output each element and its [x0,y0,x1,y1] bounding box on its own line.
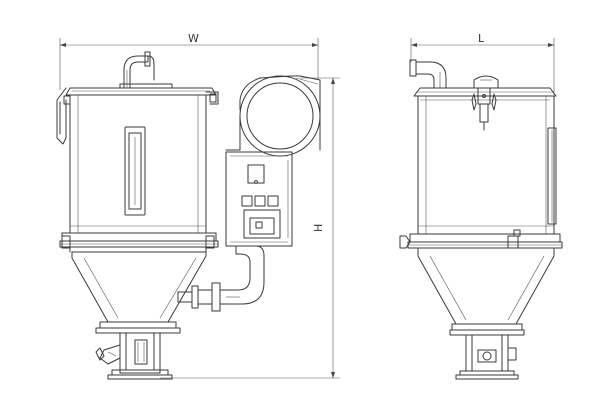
front-left-latch [56,87,71,145]
side-flange [399,229,563,249]
dimension-h: H [160,77,340,379]
front-inlet-pipe [123,51,155,89]
height-label: H [312,224,325,232]
side-lid [413,87,557,101]
side-hopper-cone [417,247,555,325]
front-hopper-base [95,321,181,380]
dimension-l: L [410,32,555,95]
side-panel [547,127,557,225]
front-discharge-spout [95,344,121,365]
front-body [69,94,207,234]
front-blower [225,75,321,157]
front-sight-glass [124,126,146,216]
side-hopper-base [449,323,525,380]
length-label: L [478,32,485,45]
width-label: W [188,32,199,45]
side-view [399,59,563,380]
front-view [56,51,321,380]
front-air-duct [219,245,265,305]
front-control-box [225,151,293,247]
front-right-latch [205,91,219,105]
dimension-w: W [59,32,319,90]
side-body [417,95,555,235]
side-inlet-pipe [409,59,447,89]
front-flange [59,232,219,253]
front-lid [65,83,217,96]
front-air-inlet [177,282,221,312]
side-vent-cap [473,75,499,89]
front-hopper-cone [71,251,207,323]
side-latch [471,87,497,131]
